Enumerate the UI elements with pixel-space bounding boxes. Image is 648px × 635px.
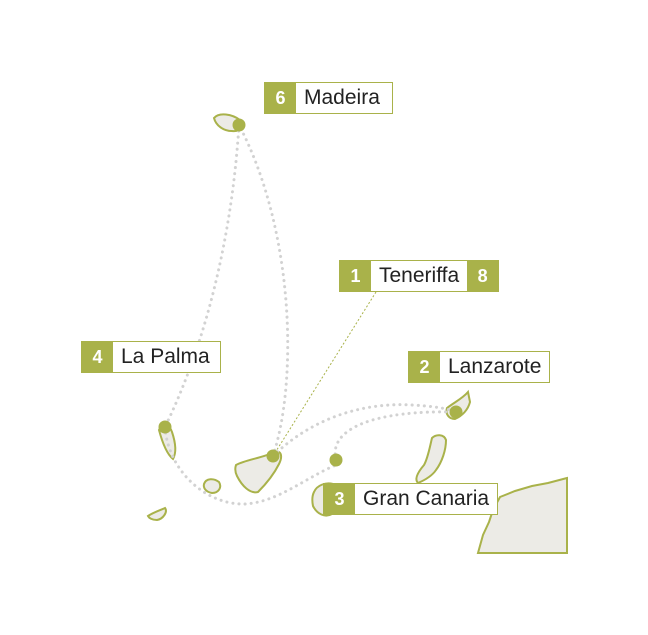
route-teneriffa-madeira [237, 123, 290, 458]
port-marker-lanzarote [449, 405, 463, 419]
stop-name: Lanzarote [448, 355, 542, 378]
stop-name: Madeira [304, 86, 380, 109]
label-gran-canaria: 3 Gran Canaria [323, 483, 499, 515]
stop-number: 1 [340, 261, 371, 291]
port-marker-la-palma [158, 420, 172, 434]
port-marker-gran-canaria [329, 453, 343, 467]
stop-name: Gran Canaria [363, 487, 490, 510]
route-la-palma-gran-canaria [163, 425, 338, 506]
island-el-hierro [146, 506, 167, 522]
route-teneriffa-lanzarote [271, 403, 458, 458]
label-lanzarote: 2 Lanzarote [408, 351, 551, 383]
stop-number: 4 [82, 342, 113, 372]
island-la-gomera [202, 478, 222, 495]
stop-number: 3 [324, 484, 355, 514]
route-madeira-la-palma [163, 123, 241, 429]
label-la-palma: 4 La Palma [81, 341, 221, 373]
port-marker-teneriffa [266, 449, 280, 463]
stop-number-return: 8 [467, 261, 499, 291]
stop-name: La Palma [121, 345, 210, 368]
teneriffa-leader-line [272, 291, 377, 457]
label-teneriffa: 1 Teneriffa 8 [339, 260, 500, 292]
island-fuerteventura [415, 434, 448, 485]
stop-number: 2 [409, 352, 440, 382]
port-marker-madeira [232, 118, 246, 132]
stop-number: 6 [265, 83, 296, 113]
stop-name: Teneriffa [379, 264, 460, 287]
label-madeira: 6 Madeira [264, 82, 393, 114]
